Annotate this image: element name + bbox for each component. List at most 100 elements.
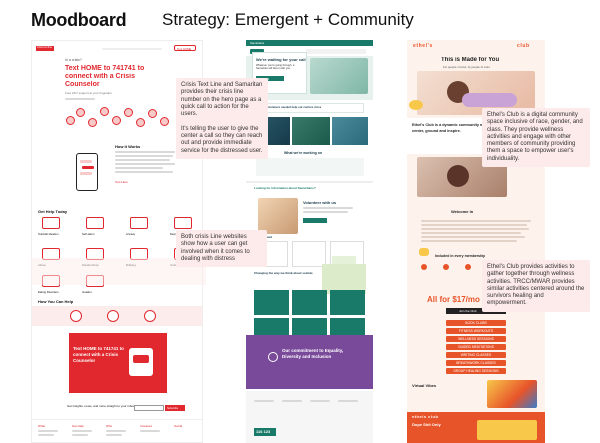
- footer-col-heading: Get Help: [72, 424, 84, 428]
- sam-volunteer: Volunteer with us: [303, 200, 337, 205]
- subscribe-label: Subscribe: [167, 406, 179, 410]
- note-ethel-space: Ethel's Club is a digital community spac…: [482, 108, 590, 168]
- how-it-works-heading: How It Works: [115, 144, 141, 149]
- sam-footer-number: 116 123: [256, 429, 271, 434]
- cta-line2: connect with a Crisis: [73, 352, 119, 357]
- topic-label[interactable]: Isolation: [82, 290, 93, 294]
- crisis-hero-line3: Counselor: [65, 81, 100, 88]
- topic-icon[interactable]: [42, 217, 60, 229]
- ethel-perk-icon: [465, 264, 471, 270]
- sam-banner-text: Talk: volunteers needed help our centres…: [259, 105, 322, 109]
- crisis-hero-small: Free 24/7 support at your fingertips.: [65, 91, 113, 95]
- crisis-nav-button[interactable]: [174, 45, 196, 51]
- footer-col-heading: Investors: [140, 424, 153, 428]
- ethel-sticker: [419, 248, 429, 256]
- sam-teal-card[interactable]: [254, 290, 289, 315]
- sam-card-image[interactable]: [292, 117, 330, 145]
- ethel-join-button[interactable]: [446, 308, 506, 314]
- sam-hero-tagline: Whatever you're going through, a Samarit…: [256, 64, 295, 71]
- volunteer-photo: [258, 198, 298, 234]
- crisis-logo-text: crisis text line: [37, 46, 53, 49]
- footer-col-heading: Social: [174, 424, 183, 428]
- ethel-welcome: Welcome In: [451, 209, 474, 214]
- topic-label[interactable]: Eating Disorders: [38, 290, 59, 294]
- commitment-icon: [268, 352, 278, 362]
- topic-label[interactable]: Anxiety: [126, 232, 136, 236]
- ethel-made-for-you: This is Made for You: [441, 57, 500, 63]
- moodboard-title: Moodboard: [31, 10, 127, 30]
- ethel-join-label: Join the Club: [459, 309, 477, 313]
- sam-hero-image: [310, 58, 368, 94]
- sam-teal-card[interactable]: [330, 318, 365, 338]
- ethel-dope: Dope Shit Only: [412, 422, 441, 427]
- ethel-brand-right[interactable]: club: [517, 43, 530, 49]
- activity-pill[interactable]: WELLNESS SESSIONS: [446, 336, 506, 342]
- activity-pill[interactable]: WRITING CLASSES: [446, 352, 506, 358]
- ethel-virtual: Virtual Vibes: [412, 383, 437, 388]
- help-icon[interactable]: [70, 310, 82, 322]
- sam-find-info: Looking for information about Samaritans…: [254, 186, 316, 190]
- ethels-club-screenshot: ethel's club This is Made for You For pe…: [407, 40, 545, 443]
- activity-pill[interactable]: BOOK CLUBS: [446, 320, 506, 326]
- crisis-nav-button-label: Text HOME: [177, 46, 192, 51]
- crisis-kicker: In a crisis?: [65, 58, 82, 62]
- subscribe-button[interactable]: [165, 405, 185, 411]
- strategy-subtitle: Strategy: Emergent + Community: [162, 10, 414, 29]
- ethel-hero-photo: [417, 71, 535, 115]
- activity-pill[interactable]: BREATHWORK CLASSES: [446, 360, 506, 366]
- help-icon[interactable]: [144, 310, 156, 322]
- sam-teal-card[interactable]: [330, 290, 365, 315]
- crisis-text-line-screenshot: crisis text line Text HOME In a crisis? …: [31, 40, 203, 443]
- sam-teal-card[interactable]: [292, 318, 327, 338]
- activity-pill[interactable]: GROUP HEALING SESSIONS: [446, 368, 506, 374]
- activity-pill[interactable]: GUIDED MEDITATIONS: [446, 344, 506, 350]
- topic-icon[interactable]: [174, 217, 192, 229]
- sam-logo[interactable]: [250, 49, 264, 54]
- ethel-made-sub: For people of color, by people of color.: [443, 65, 491, 69]
- sam-tag: Samaritans: [250, 41, 265, 45]
- sam-call-button[interactable]: [256, 76, 284, 81]
- ethel-price: All for $17/mo: [427, 295, 480, 304]
- sam-involved-card[interactable]: [292, 241, 326, 267]
- note-crisis-number: Crisis Text Line and Samaritan provides …: [176, 78, 268, 159]
- sam-section: [256, 158, 364, 176]
- sam-search[interactable]: [306, 49, 366, 54]
- sam-working-on: What we're working on: [284, 151, 322, 155]
- sam-teal-card[interactable]: [292, 290, 327, 315]
- newsletter-input[interactable]: [134, 405, 164, 411]
- ethel-virtual-art: [487, 380, 537, 408]
- sam-teal-card[interactable]: [254, 318, 289, 338]
- sam-commitment-panel: [246, 335, 373, 389]
- note-ethel-activities: Ethel's Club provides activities to gath…: [482, 260, 590, 312]
- crisis-logo[interactable]: [36, 46, 54, 51]
- decor-green-square: [332, 256, 356, 274]
- phone-mockup: [76, 153, 98, 191]
- footer-col-heading: Who: [106, 424, 113, 428]
- crisis-hero-line1: Text HOME to 741741 to: [65, 65, 145, 72]
- how-you-can-help-heading: How You Can Help: [38, 299, 74, 304]
- get-help-heading: Get Help Today: [38, 209, 68, 214]
- topic-icon[interactable]: [86, 217, 104, 229]
- sam-footer-call[interactable]: [254, 428, 276, 436]
- sam-latest: Changing the way we think about suicide: [254, 272, 313, 275]
- sam-card-image[interactable]: [332, 117, 368, 145]
- ethel-perk-icon: [443, 264, 449, 270]
- ethel-brand-left[interactable]: ethel's: [413, 43, 433, 49]
- how-it-works-link[interactable]: Text Here: [115, 180, 128, 184]
- topic-icon[interactable]: [130, 217, 148, 229]
- ethel-footer-brand: ethels club: [412, 414, 439, 419]
- cta-line3: Counselor: [73, 358, 96, 363]
- topic-label[interactable]: Self-Harm: [82, 232, 95, 236]
- crisis-hero-line2: connect with a Crisis: [65, 73, 136, 80]
- ethel-included: Included in every membership: [435, 254, 486, 258]
- crisis-cta-card[interactable]: [69, 333, 167, 393]
- chat-bubble-illustration: [62, 104, 172, 129]
- activity-pill[interactable]: FITNESS WORKOUTS: [446, 328, 506, 334]
- help-icon[interactable]: [107, 310, 119, 322]
- ethel-perk-icon: [421, 264, 427, 270]
- samaritans-screenshot: Samaritans We're waiting for your call W…: [246, 40, 373, 443]
- ethel-footer-art: [477, 420, 537, 440]
- topic-label[interactable]: Suicidal Ideation: [38, 232, 59, 236]
- sam-volunteer-button[interactable]: [303, 218, 327, 223]
- crisis-nav-links[interactable]: [102, 48, 162, 50]
